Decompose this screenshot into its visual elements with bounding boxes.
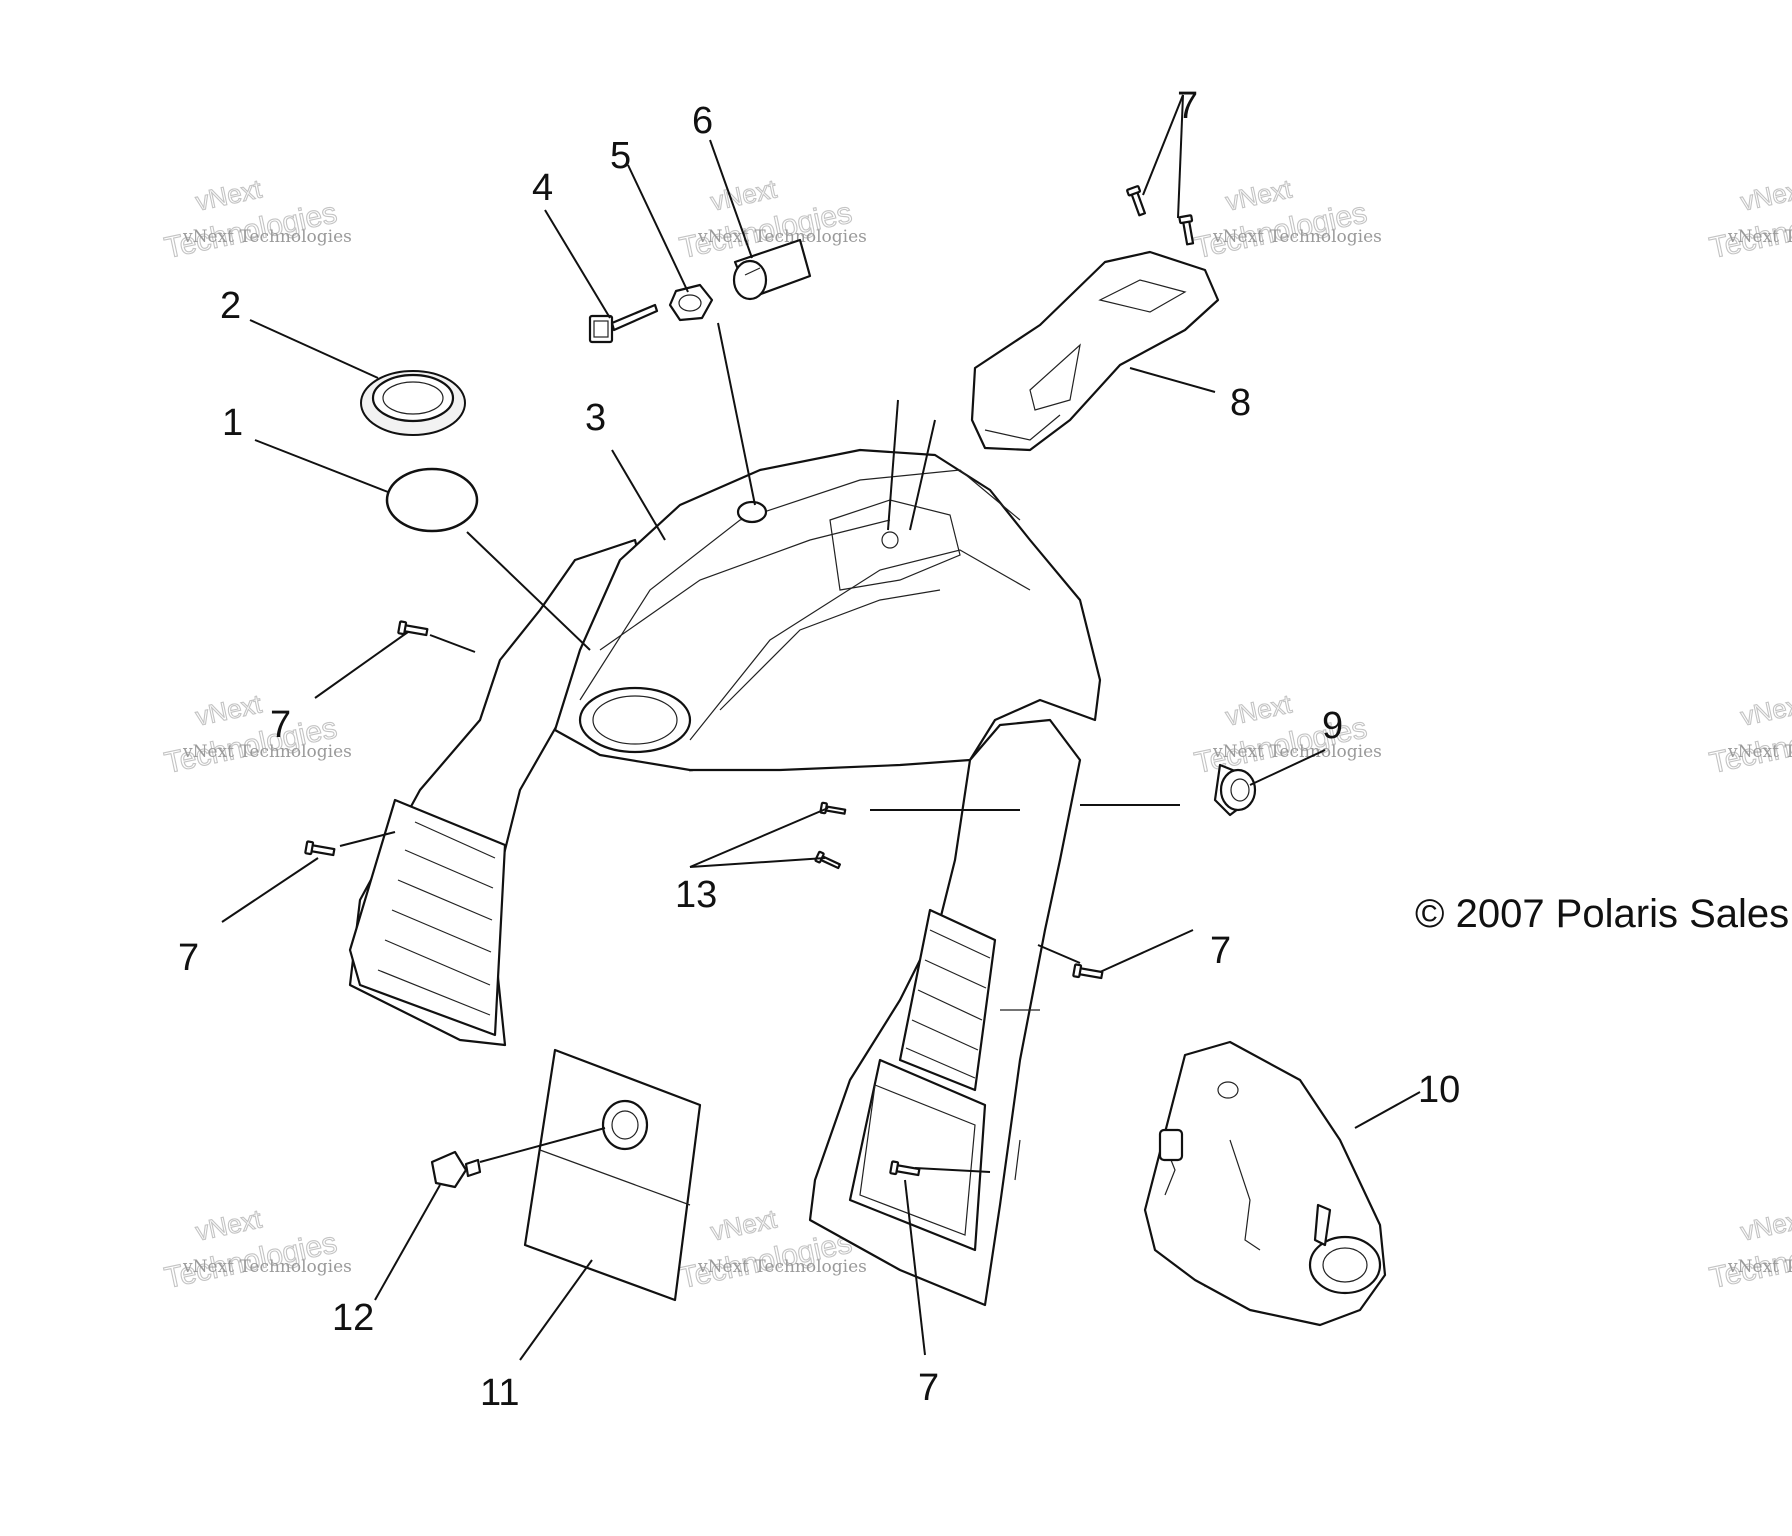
watermark-small: vNext Technologies	[1727, 1257, 1792, 1277]
callout-7-bottom: 7	[918, 1367, 939, 1409]
watermark-top: vNext	[708, 1203, 780, 1246]
screw-icon	[1178, 214, 1195, 246]
retaining-knob	[430, 1150, 482, 1189]
callout-11: 11	[480, 1372, 519, 1414]
callout-labels: 1 2 3 4 5 6 7 8 9 10 11 12 13 7 7 7 7	[178, 85, 1460, 1414]
screw-icon	[397, 620, 429, 637]
pin-icon	[814, 850, 842, 870]
callout-5: 5	[610, 135, 631, 177]
callout-9: 9	[1322, 705, 1343, 747]
watermark: vNext Technologies	[161, 688, 340, 781]
callout-4: 4	[532, 167, 553, 209]
left-vent-grille	[348, 798, 507, 1037]
callout-13: 13	[675, 874, 717, 916]
watermark: vNext Technologies	[676, 173, 855, 266]
callout-3: 3	[585, 397, 606, 439]
o-ring	[385, 467, 479, 533]
screw-group	[304, 185, 1195, 1177]
ignition-hole	[736, 500, 768, 524]
watermark-top: vNext	[1738, 1203, 1792, 1246]
callout-8: 8	[1230, 382, 1251, 424]
pin-group	[814, 801, 847, 870]
callout-6: 6	[692, 100, 713, 142]
right-lower-vent	[848, 1058, 987, 1252]
watermark-small: vNext Technologies	[697, 1257, 867, 1277]
callout-7-top: 7	[1177, 85, 1198, 127]
callout-1: 1	[222, 402, 243, 444]
right-vent-grille	[898, 908, 997, 1092]
watermark-top: vNext	[1738, 173, 1792, 216]
watermark: vNext Technologies	[1706, 1203, 1792, 1296]
watermark-small: vNext Technologies	[697, 227, 867, 247]
watermark-small: vNext Technologies	[182, 227, 352, 247]
callout-12: 12	[332, 1297, 374, 1339]
hood-console-part	[348, 448, 1102, 1307]
watermark-top: vNext	[193, 173, 265, 216]
watermark-top: vNext	[1223, 688, 1295, 731]
watermark: vNext Technologies	[161, 173, 340, 266]
watermark: vNext Technologies	[1706, 173, 1792, 266]
gauge-opening	[578, 686, 692, 754]
handlebar-cover	[970, 250, 1220, 452]
watermark-small: vNext Technologies	[1212, 742, 1382, 762]
watermark: vNext Technologies	[1706, 688, 1792, 781]
pin-icon	[819, 801, 847, 815]
ignition-switch	[732, 238, 812, 301]
cable-bracket	[1213, 763, 1257, 817]
watermark-top: vNext	[1223, 173, 1295, 216]
watermark: vNext Technologies	[1191, 173, 1370, 266]
callout-7-left-lower: 7	[178, 937, 199, 979]
control-housing	[1143, 1040, 1387, 1327]
callout-7-left-upper: 7	[270, 704, 291, 746]
ignition-key	[588, 303, 659, 344]
watermark-top: vNext	[193, 1203, 265, 1246]
hex-nut	[668, 283, 714, 322]
watermark-top: vNext	[1738, 688, 1792, 731]
watermark: vNext Technologies	[161, 1203, 340, 1296]
callout-10: 10	[1418, 1069, 1460, 1111]
watermark-small: vNext Technologies	[182, 1257, 352, 1277]
screw-icon	[1072, 963, 1104, 980]
screw-icon	[304, 840, 336, 857]
watermark-small: vNext Technologies	[1212, 227, 1382, 247]
watermark-top: vNext	[193, 688, 265, 731]
leader-lines	[221, 94, 1421, 1361]
gauge-bezel	[360, 370, 466, 436]
watermark-top: vNext	[708, 173, 780, 216]
watermark-small: vNext Technologies	[182, 742, 352, 762]
callout-2: 2	[220, 285, 241, 327]
access-panel	[523, 1048, 702, 1302]
watermark-small: vNext Technologies	[1727, 227, 1792, 247]
callout-7-right: 7	[1210, 930, 1231, 972]
screw-icon	[1126, 185, 1147, 217]
watermark-small: vNext Technologies	[1727, 742, 1792, 762]
upper-shell	[553, 448, 1102, 772]
copyright-notice: © 2007 Polaris Sales	[1415, 892, 1789, 936]
